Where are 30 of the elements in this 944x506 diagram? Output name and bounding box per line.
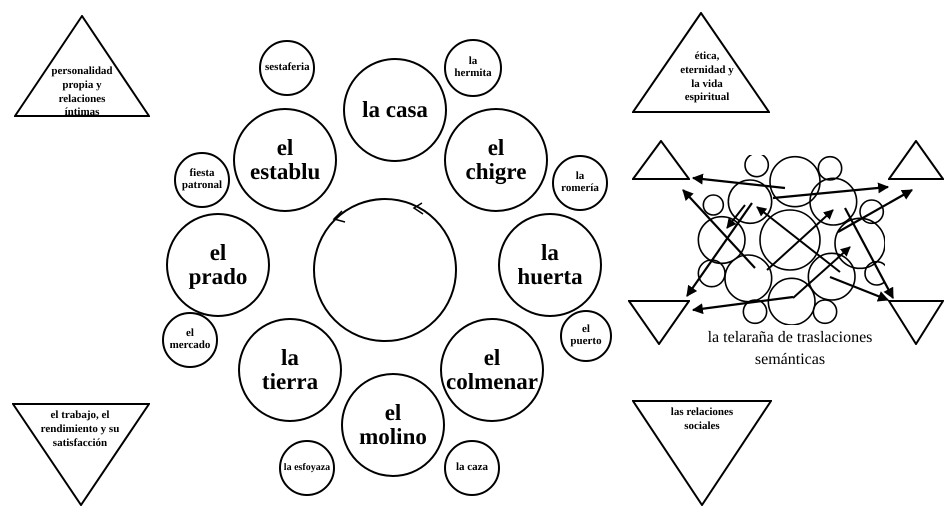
circle-label: el colmenar [445, 346, 539, 394]
circle-label: la romería [560, 171, 600, 195]
arrow [692, 174, 786, 190]
triangle-label: las relaciones sociales [670, 406, 734, 434]
arrow [830, 276, 890, 302]
circle-label: sestaferia [265, 62, 309, 74]
circle-label: la tierra [260, 346, 320, 394]
triangle-label: ética, eternidad y la vida espiritual [679, 50, 735, 105]
caption-text: la telaraña de traslaciones semánticas [706, 328, 874, 370]
circle-label: la esfoyaza [282, 462, 332, 474]
arrow [692, 296, 794, 314]
circle-label: la hermita [453, 56, 493, 80]
arrow [772, 182, 890, 200]
circle-label: la caza [454, 462, 490, 474]
circle-label: la huerta [516, 240, 584, 290]
arrow [682, 189, 756, 269]
arrow [844, 207, 894, 299]
arrow [837, 189, 913, 233]
circle-label: la casa [361, 98, 429, 122]
triangle-label: personalidad propia y relaciones íntimas [50, 65, 114, 120]
circle-label: fiesta patronal [180, 168, 224, 192]
circle-label: el establu [250, 136, 320, 184]
triangle-label: el trabajo, el rendimiento y su satisfacción [40, 409, 120, 450]
circle-label: el chigre [464, 136, 528, 184]
circle-label: el mercado [168, 328, 212, 352]
circle-label: el molino [358, 400, 428, 450]
circle-label: el prado [188, 240, 248, 290]
arrow [686, 202, 753, 297]
circle-node [560, 310, 612, 362]
circle-label: el puerto [569, 324, 603, 348]
